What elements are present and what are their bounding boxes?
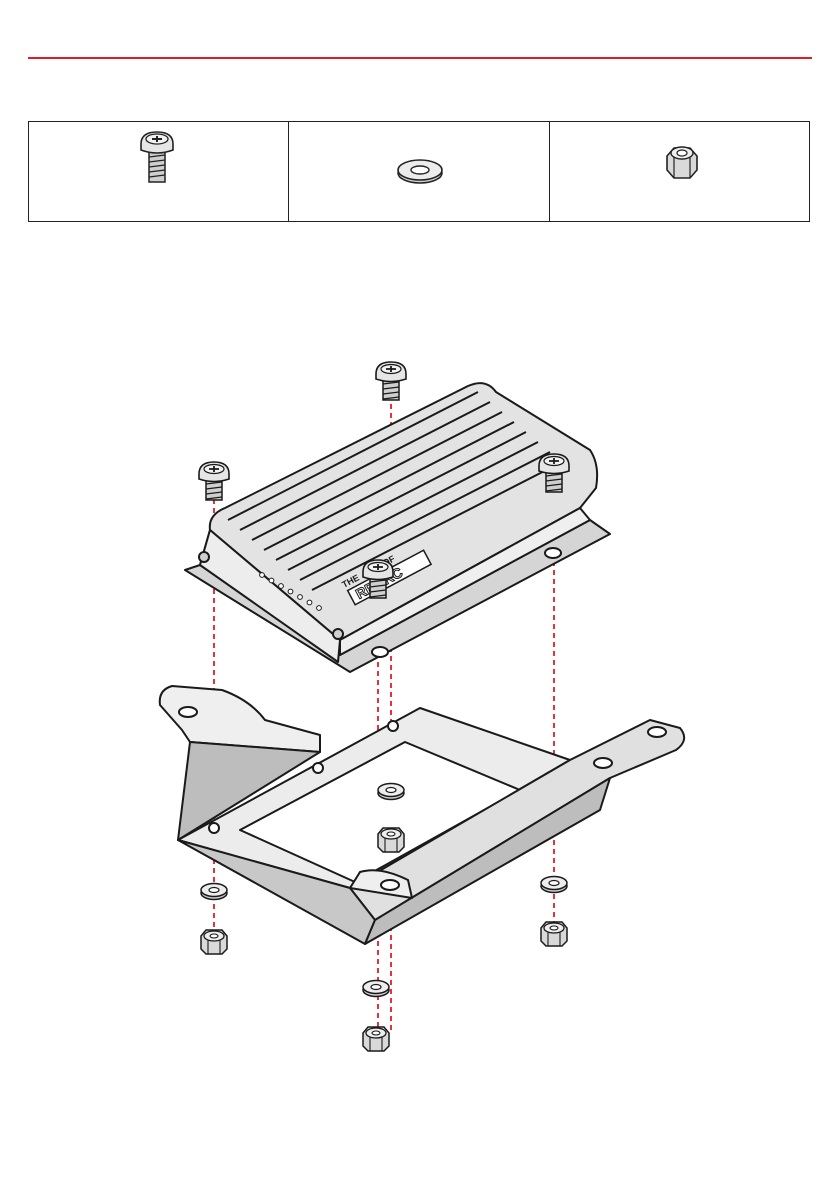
washer-icon [363, 981, 389, 997]
led-indicator [279, 584, 284, 589]
router-device [185, 383, 610, 672]
lock-nut-icon [201, 930, 227, 954]
washer-icon [541, 877, 567, 893]
screw-icon [199, 462, 229, 500]
lock-nut-icon [541, 922, 567, 946]
led-indicator [307, 600, 312, 605]
lock-nut-icon [378, 828, 404, 852]
led-indicator [317, 606, 322, 611]
led-indicator [269, 578, 274, 583]
screw-icon [376, 362, 406, 400]
washer-icon [201, 884, 227, 900]
led-indicator [260, 573, 265, 578]
led-indicator [288, 589, 293, 594]
led-indicator [298, 595, 303, 600]
mounting-bracket [160, 686, 684, 944]
washer-icon [378, 784, 404, 800]
lock-nut-icon [363, 1027, 389, 1051]
